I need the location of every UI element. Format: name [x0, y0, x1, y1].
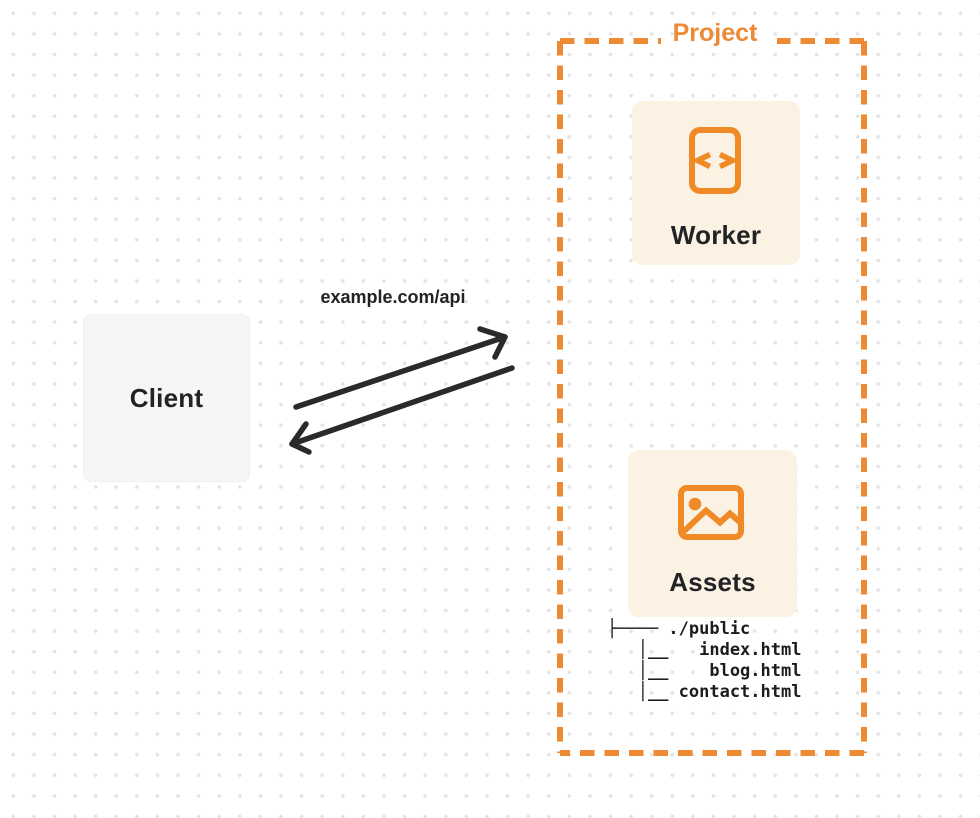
file-tree-line-contact: │__ contact.html	[607, 682, 802, 702]
response-arrow-shaft	[289, 365, 515, 447]
assets-label: Assets	[669, 567, 756, 597]
code-file-icon	[689, 127, 741, 194]
file-tree: ├──── ./public │__ index.html │__ blog.h…	[607, 619, 801, 703]
file-tree-line-root: ├──── ./public	[607, 619, 751, 639]
request-arrow-head	[477, 326, 508, 360]
worker-node: Worker	[632, 101, 800, 265]
request-arrow-shaft	[293, 334, 508, 410]
client-node: Client	[83, 314, 250, 482]
flow-arrows	[289, 326, 515, 455]
worker-label: Worker	[670, 220, 762, 250]
image-icon	[678, 485, 744, 540]
client-label: Client	[129, 382, 204, 413]
request-url-label: example.com/api	[320, 287, 466, 307]
response-arrow-head	[289, 421, 312, 455]
project-label: Project	[672, 19, 758, 47]
file-tree-line-blog: │__ blog.html	[607, 661, 802, 681]
assets-node: Assets	[628, 450, 797, 617]
file-tree-line-index: │__ index.html	[607, 640, 802, 660]
